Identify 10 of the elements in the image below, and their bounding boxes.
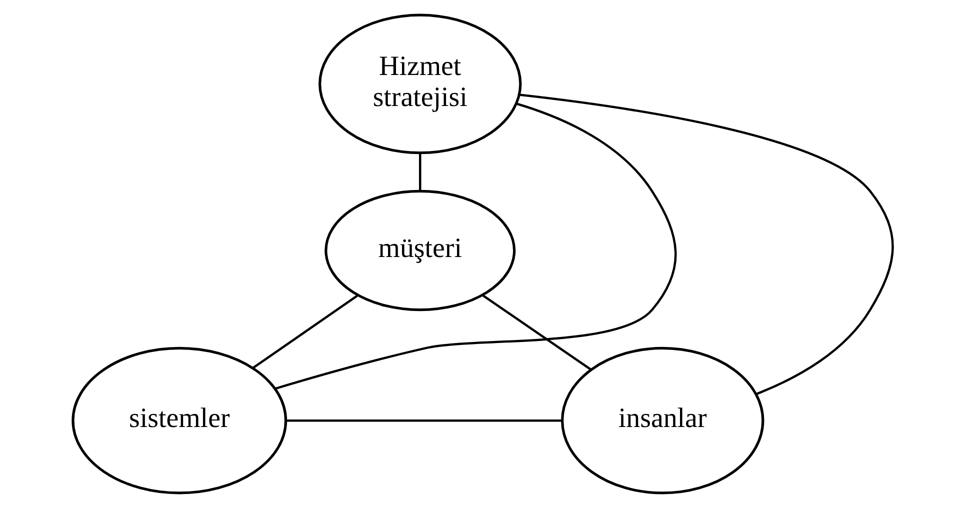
- connector: [418, 152, 422, 191]
- node-ellipse: müşteri: [324, 190, 516, 312]
- connector: [482, 294, 592, 371]
- node-ellipse: sistemler: [72, 346, 288, 494]
- node-ellipse: insanlar: [560, 346, 764, 494]
- connector: [519, 94, 894, 396]
- connector: [252, 294, 358, 369]
- connector: [274, 102, 677, 390]
- connector: [286, 419, 562, 422]
- node-ellipse: Hizmet stratejisi: [318, 14, 522, 154]
